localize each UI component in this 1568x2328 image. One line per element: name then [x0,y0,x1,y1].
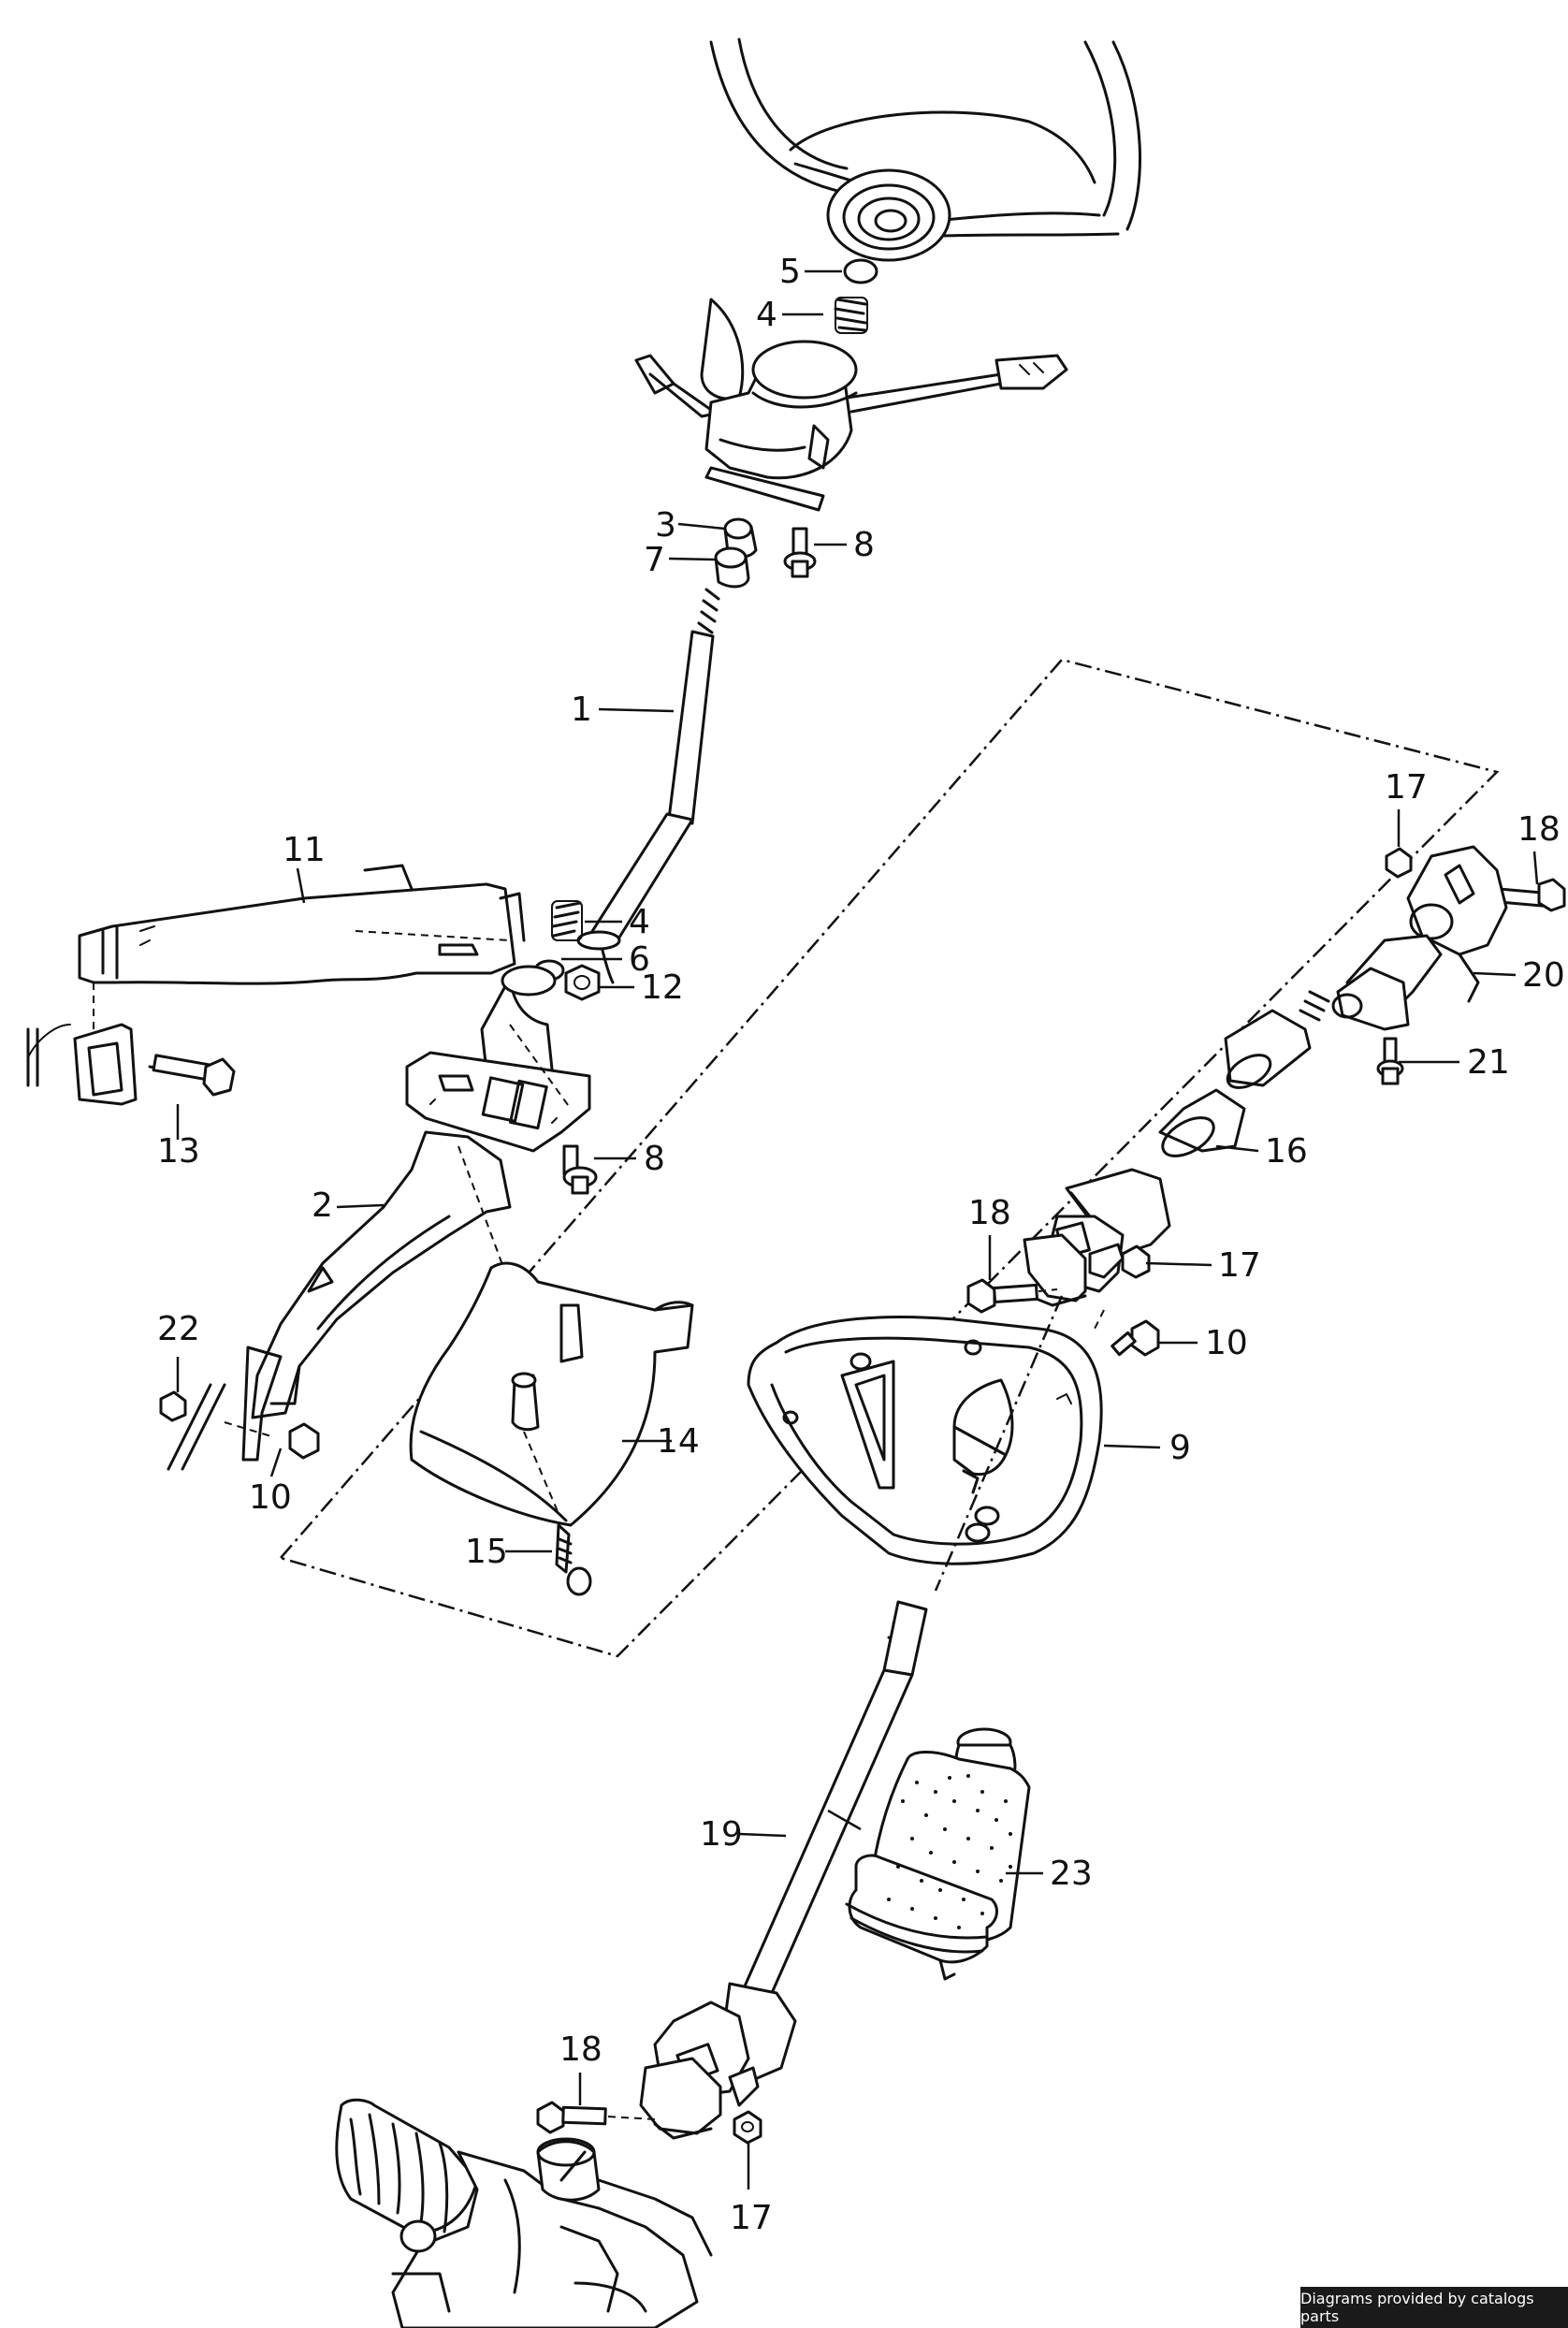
credit-text: Diagrams provided by catalogs parts [1300,2290,1534,2325]
callout-21: 21 [1467,1043,1510,1082]
part-23-rubber-boot [845,1727,1031,1981]
callout-6: 6 [629,940,650,979]
callout-12: 12 [641,968,684,1007]
callout-19: 19 [700,1815,743,1854]
callout-14: 14 [657,1422,700,1461]
callout-16: 16 [1265,1132,1308,1171]
universal-joint-lower [639,1982,797,2140]
callout-15: 15 [465,1533,508,1571]
callout-3: 3 [655,506,676,545]
part-8-screw-mid [562,1144,598,1195]
part-13-plate-bolt [26,1023,236,1106]
callout-10-left: 10 [249,1478,292,1517]
callout-8-mid: 8 [644,1140,665,1178]
steering-wheel [709,37,1141,262]
centre-line-right [934,1295,1064,1592]
part-17-nut-top [1385,847,1413,879]
part-18-bolt-mid [966,1278,1058,1314]
part-10-bolt-right [1094,1309,1160,1357]
part-12-nut [564,964,601,1001]
callout-18-mid: 18 [968,1194,1011,1232]
part-4-spring-top [834,297,868,334]
boot-texture-dots [887,1774,1012,1929]
part-21-screw [1376,1037,1404,1085]
detail-frame-lower-left [278,658,1500,1658]
part-4-spring-lower [551,900,583,941]
callout-2: 2 [312,1186,333,1225]
callout-22: 22 [157,1310,200,1348]
callout-18-bottom: 18 [559,2030,603,2069]
callout-9: 9 [1169,1429,1191,1467]
callout-23: 23 [1050,1855,1093,1893]
callout-10-right: 10 [1205,1324,1248,1362]
column-upper-mount [405,965,591,1153]
part-10-bolt-left [224,1421,320,1460]
universal-joint-middle [1023,1168,1171,1307]
callout-17-top: 17 [1385,768,1428,807]
part-17-nut-mid [1121,1244,1151,1279]
callout-20: 20 [1522,956,1565,995]
callout-1: 1 [571,691,592,729]
part-15-screw [555,1523,592,1596]
part-7-sleeve [714,546,750,589]
part-16-intermediate-shaft [1158,990,1330,1157]
callout-13: 13 [157,1132,200,1171]
part-22-nut [159,1390,187,1422]
callout-4-top: 4 [756,296,777,334]
callout-7: 7 [644,541,665,579]
callout-17-bottom: 17 [730,2199,773,2237]
callout-11: 11 [283,831,326,869]
part-8-screw-top [783,527,817,578]
part-14-shroud [409,1261,694,1527]
callout-5: 5 [779,253,801,291]
strip-left [167,1383,226,1471]
part-5-nut [843,258,878,284]
part-1-steering-shaft [576,588,720,984]
callout-18-top: 18 [1517,810,1561,849]
steering-gear-rack [335,2098,713,2328]
part-18-bolt-bottom [536,2101,656,2134]
part-9-floor-plate [747,1316,1103,1565]
callout-17-mid: 17 [1218,1246,1261,1285]
callout-numbers: 5 4 3 7 8 1 11 4 6 12 13 2 8 14 15 22 10… [157,253,1565,2237]
part-11-bracket [78,864,526,1034]
credit-badge: Diagrams provided by catalogs parts [1300,2287,1568,2328]
callout-8-top: 8 [853,526,875,564]
part-17-nut-bottom [733,2110,762,2145]
part-20-universal-joint [1331,845,1508,1031]
combination-switch [634,298,1068,512]
callout-4-lower: 4 [629,903,650,941]
leader-lines [176,269,1539,2190]
part-19-lower-shaft [742,1600,928,1995]
